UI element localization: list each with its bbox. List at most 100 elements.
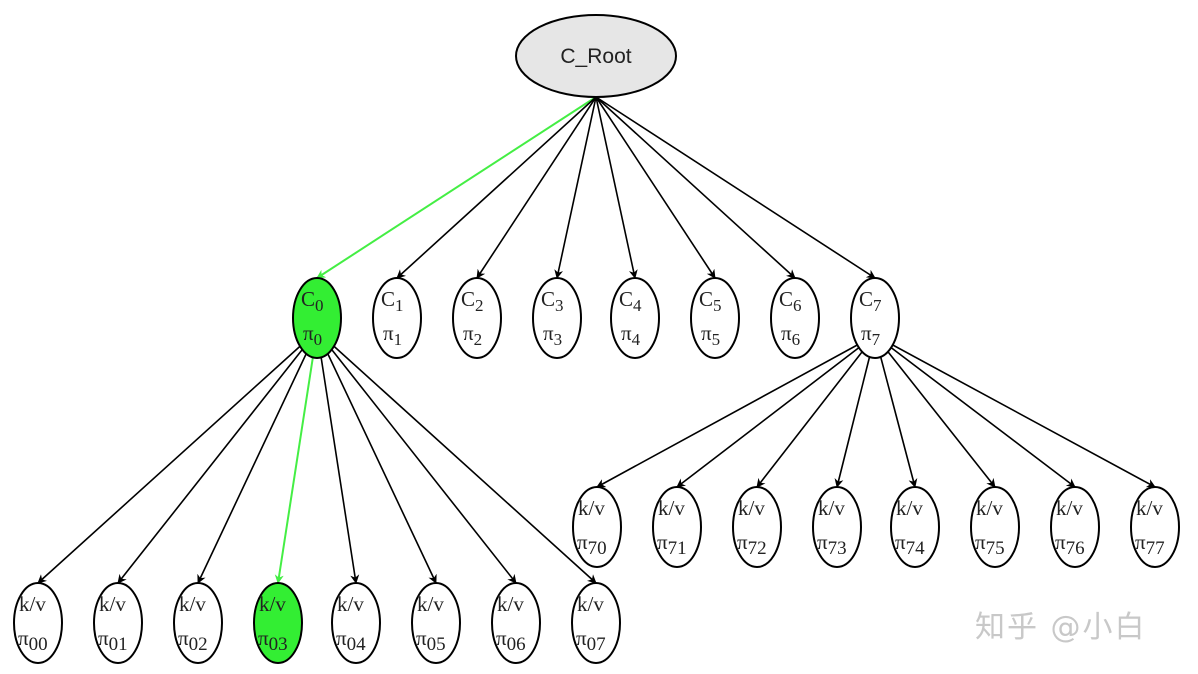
node-weight-label: π6 (781, 321, 800, 349)
node-l05[interactable]: k/v π05 (411, 582, 461, 664)
node-root[interactable]: C_Root (515, 14, 677, 98)
node-shape (652, 486, 702, 568)
node-l72[interactable]: k/v π72 (732, 486, 782, 568)
node-weight-label: π05 (416, 626, 446, 655)
node-weight-label: π3 (543, 321, 562, 349)
edge-root-c3 (554, 96, 597, 279)
node-weight-label: π02 (178, 626, 208, 655)
node-shape (173, 582, 223, 664)
node-shape (1050, 486, 1100, 568)
node-shape (13, 582, 63, 664)
node-weight-label: π03 (258, 626, 288, 655)
edge-c0-l06 (325, 341, 517, 584)
node-main-label: k/v (337, 592, 364, 616)
node-weight-label: π5 (701, 321, 720, 349)
node-weight-label: π4 (621, 321, 641, 349)
node-main-label: C7 (859, 287, 882, 315)
node-shape (732, 486, 782, 568)
node-weight-label: π77 (1135, 530, 1165, 559)
edge-c7-l76 (883, 341, 1076, 488)
node-main-label: k/v (417, 592, 444, 616)
node-weight-label: π72 (737, 530, 767, 559)
node-shape (610, 277, 660, 359)
edge-root-c5 (595, 96, 716, 279)
edge-c7-l74 (875, 341, 918, 488)
node-main-label: k/v (179, 592, 206, 616)
node-weight-label: π76 (1055, 530, 1085, 559)
node-shape (532, 277, 582, 359)
node-main-label: C5 (699, 287, 722, 315)
node-weight-label: π2 (463, 321, 482, 349)
node-main-label: C1 (381, 287, 404, 315)
node-shape (812, 486, 862, 568)
node-main-label: k/v (497, 592, 524, 616)
node-shape (411, 582, 461, 664)
edge-c0-l05 (321, 341, 437, 584)
node-shape (491, 582, 541, 664)
nodes-layer: C_RootC0π0C1π1C2π2C3π3C4π4C5π5C6π6C7π7k/… (13, 14, 1180, 664)
node-main-label: C0 (301, 287, 324, 315)
node-l06[interactable]: k/v π06 (491, 582, 541, 664)
edge-c7-l73 (834, 341, 875, 488)
edge-root-c4 (595, 96, 638, 279)
node-weight-label: π75 (975, 530, 1005, 559)
node-l76[interactable]: k/v π76 (1050, 486, 1100, 568)
edge-root-c7 (595, 96, 876, 279)
node-main-label: k/v (896, 496, 923, 520)
node-main-label: k/v (99, 592, 126, 616)
node-weight-label: π73 (817, 530, 847, 559)
node-weight-label: π06 (496, 626, 526, 655)
edge-root-c0 (316, 96, 597, 279)
node-shape (515, 14, 677, 98)
edge-root-c6 (595, 96, 796, 279)
edge-c7-l77 (886, 341, 1156, 488)
node-main-label: C4 (619, 287, 642, 315)
node-weight-label: π7 (861, 321, 881, 349)
node-shape (970, 486, 1020, 568)
node-shape (93, 582, 143, 664)
node-shape (890, 486, 940, 568)
node-shape (770, 277, 820, 359)
node-main-label: k/v (577, 592, 604, 616)
node-l75[interactable]: k/v π75 (970, 486, 1020, 568)
node-shape (572, 486, 622, 568)
node-main-label: k/v (1056, 496, 1083, 520)
node-main-label: C3 (541, 287, 564, 315)
node-shape (1130, 486, 1180, 568)
edge-c0-l01 (117, 341, 309, 584)
edge-c7-l70 (596, 341, 864, 488)
node-shape (850, 277, 900, 359)
node-l02[interactable]: k/v π02 (173, 582, 223, 664)
edge-c7-l72 (756, 341, 871, 488)
node-weight-label: π71 (657, 530, 687, 559)
node-main-label: C6 (779, 287, 802, 315)
node-shape (253, 582, 303, 664)
edge-c0-l00 (37, 341, 306, 584)
node-main-label: k/v (976, 496, 1003, 520)
node-root-label: C_Root (560, 45, 631, 68)
node-weight-label: π70 (577, 530, 607, 559)
node-main-label: k/v (738, 496, 765, 520)
node-main-label: C2 (461, 287, 484, 315)
node-shape (292, 277, 342, 359)
watermark-text: 知乎 @小白 (975, 610, 1147, 645)
